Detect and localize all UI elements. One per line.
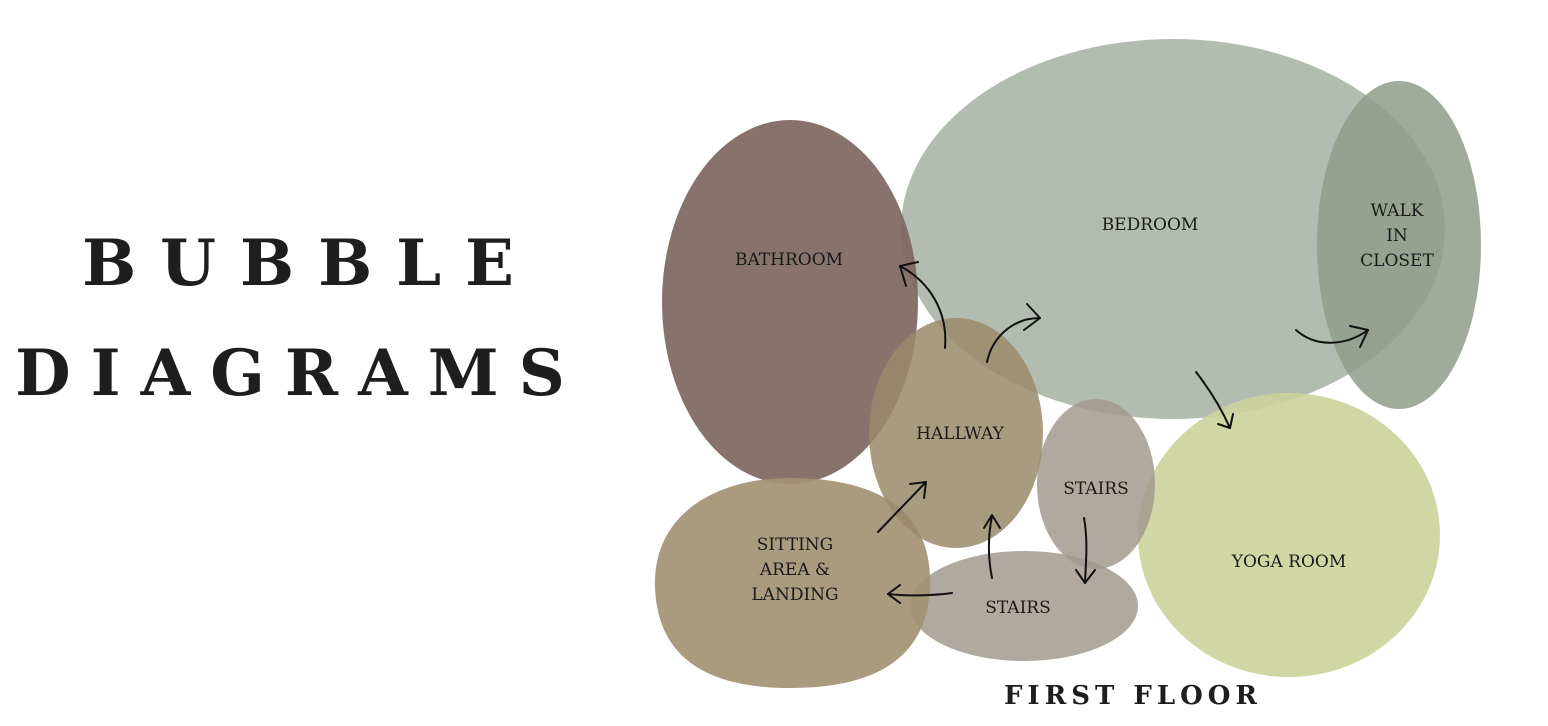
- stairs-upper-bubble: [1037, 399, 1155, 569]
- stairs-upper-label: STAIRS: [1063, 479, 1129, 499]
- sitting-label-3: LANDING: [751, 585, 838, 605]
- bedroom-bubble: [901, 39, 1445, 419]
- closet-label-2: IN: [1386, 226, 1408, 246]
- arrow-sitting-to-hallway: [877, 481, 927, 533]
- bedroom-label: BEDROOM: [1102, 215, 1199, 235]
- page-title-line-1: BUBBLE: [82, 226, 538, 301]
- stairs-lower-label: STAIRS: [985, 598, 1051, 618]
- yoga-room-label: YOGA ROOM: [1231, 552, 1347, 572]
- arrow-hallway-to-bedroom: [986, 303, 1041, 363]
- sitting-area-bubble: [654, 478, 931, 688]
- hallway-label: HALLWAY: [916, 424, 1004, 444]
- arrow-bedroom-to-closet: [1295, 325, 1369, 348]
- yoga-room-bubble: [1138, 393, 1440, 677]
- arrow-bedroom-to-yoga: [1195, 371, 1234, 429]
- arrow-stairs-to-sitting: [887, 584, 953, 604]
- arrow-stairs-to-hallway: [983, 514, 1001, 579]
- sitting-label-2: AREA &: [759, 560, 830, 580]
- hallway-bubble: [869, 318, 1043, 548]
- arrow-stairs-down: [1075, 517, 1096, 584]
- closet-label-1: WALK: [1371, 201, 1424, 221]
- page-title-line-2: DIAGRAMS: [15, 336, 585, 411]
- sitting-label-1: SITTING: [757, 535, 834, 555]
- closet-label-3: CLOSET: [1360, 251, 1434, 271]
- arrow-hallway-to-bathroom: [899, 261, 947, 349]
- bathroom-bubble: [662, 120, 918, 484]
- bathroom-label: BATHROOM: [735, 250, 843, 270]
- floor-label: FIRST FLOOR: [1004, 681, 1262, 711]
